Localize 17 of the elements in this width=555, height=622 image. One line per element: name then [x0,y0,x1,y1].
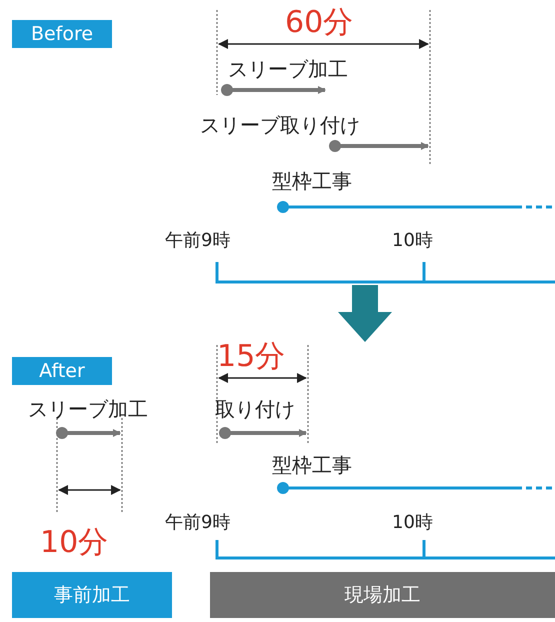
task-label: 取り付け [215,396,295,423]
task-label: スリーブ加工 [28,396,148,423]
section-badge: Before [12,20,112,48]
task-label: 型枠工事 [272,168,352,195]
phase-box: 現場加工 [210,572,555,618]
section-badge: After [12,357,112,385]
task-label: スリーブ加工 [228,56,348,83]
duration-label: 60分 [285,4,354,42]
time-label: 10時 [392,229,433,252]
time-label: 午前9時 [165,511,230,534]
task-label: 型枠工事 [272,452,352,479]
task-label: スリーブ取り付け [200,112,360,139]
duration-label: 10分 [40,524,108,562]
time-label: 午前9時 [165,229,230,252]
time-label: 10時 [392,511,433,534]
phase-box: 事前加工 [12,572,172,618]
duration-label: 15分 [217,338,286,376]
